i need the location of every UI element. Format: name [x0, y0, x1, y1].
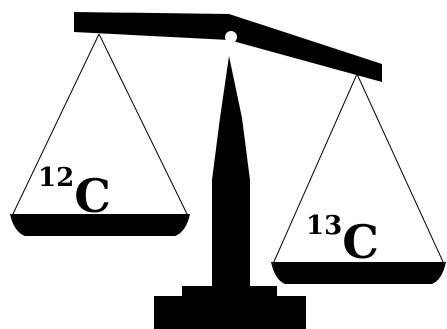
left-element-symbol: C — [74, 169, 111, 223]
left-mass-number: 12 — [38, 163, 74, 193]
right-element-symbol: C — [342, 215, 379, 269]
pivot-hole — [225, 31, 237, 43]
right-isotope-label: 13C — [306, 211, 379, 269]
right-mass-number: 13 — [306, 211, 342, 241]
balance-post — [212, 56, 250, 288]
balance-base-lower — [154, 296, 306, 329]
